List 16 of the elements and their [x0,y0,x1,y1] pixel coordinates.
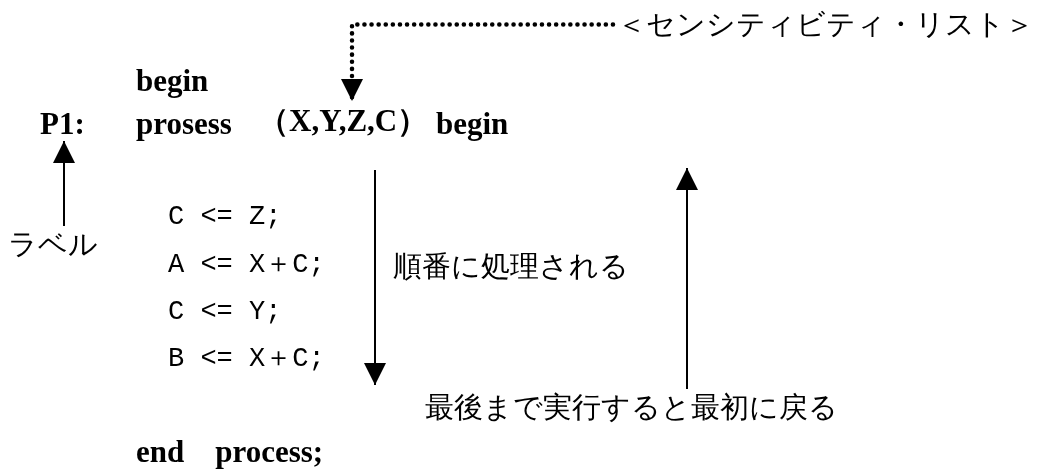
note-text: 順番に処理される [393,252,629,281]
keyword: begin [136,65,209,96]
note-text: ラベル [8,230,98,259]
process-label: P1: [40,108,85,139]
note-text: 最後まで実行すると最初に戻る [425,393,838,422]
code-line: B <= X＋C; [168,346,325,373]
code-line: C <= Z; [168,204,282,231]
code-line: A <= X＋C; [168,252,325,279]
arrow [676,167,698,390]
code-line: C <= Y; [168,299,282,326]
arrow [53,140,75,227]
keyword: end process; [136,436,324,467]
sensitivity-list-label: ＜センシティビティ・リスト＞ [617,10,1034,39]
signal-list: （X,Y,Z,C） [258,105,429,136]
keyword: prosess [136,108,232,139]
keyword: begin [436,108,509,139]
